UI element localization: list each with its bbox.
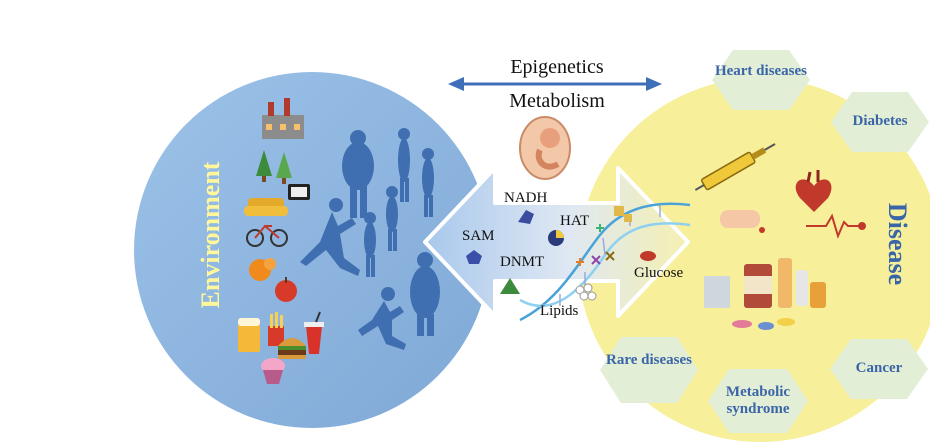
- small-square-icon-2: [624, 214, 632, 222]
- glucose-label: Glucose: [634, 265, 684, 281]
- metabolism-label: Metabolism: [509, 90, 605, 112]
- runner-icon: [300, 198, 360, 276]
- runner-icon-2: [358, 287, 406, 350]
- orange-icon: [249, 258, 276, 281]
- hexagon-cancer: [830, 339, 928, 399]
- hexagon-rare-diseases: [600, 337, 698, 403]
- human-silhouettes-icon: [342, 128, 440, 336]
- factory-icon: [262, 98, 304, 139]
- sofa-icon: [244, 198, 288, 216]
- lipids-icon: [575, 283, 597, 301]
- cupcake-icon: [261, 358, 285, 384]
- syringe-icon: [694, 143, 776, 191]
- dna-helix-icon: [519, 202, 691, 322]
- rare-diseases-label: Rare diseases: [606, 352, 692, 368]
- beer-icon: [238, 318, 260, 352]
- hexagon-metabolic-syndrome: [708, 369, 808, 433]
- metabolic-syndrome-label: Metabolic syndrome: [725, 384, 791, 417]
- diabetes-label: Diabetes: [852, 113, 908, 129]
- nadh-label: NADH: [504, 190, 548, 206]
- heart-icon: [795, 170, 832, 212]
- disease-title: Disease: [883, 202, 912, 286]
- hat-symbol-icon: [548, 230, 564, 246]
- tv-icon: [288, 184, 310, 200]
- medicine-pills-icon: [704, 258, 826, 330]
- small-square-icon: [614, 206, 624, 216]
- trees-icon: [256, 150, 292, 184]
- burger-icon: [278, 338, 306, 359]
- lipids-label: Lipids: [540, 303, 579, 319]
- sparkle-marks-icon: [576, 224, 615, 266]
- finger-blood-test-icon: [720, 210, 765, 233]
- nadh-symbol-icon: [518, 210, 534, 224]
- dnmt-symbol-icon: [500, 278, 520, 294]
- glucose-symbol-icon: [640, 251, 656, 261]
- dnmt-label: DNMT: [500, 254, 545, 270]
- sam-symbol-icon: [466, 250, 482, 264]
- bicycle-icon: [246, 224, 288, 247]
- heart-diseases-label: Heart diseases: [714, 63, 808, 79]
- fetus-icon: [519, 116, 571, 180]
- heartbeat-line-icon: [806, 213, 866, 239]
- hexagon-heart-diseases: [712, 50, 810, 110]
- apple-icon: [275, 277, 297, 302]
- epigenetics-label: Epigenetics: [510, 56, 604, 78]
- fries-icon: [268, 312, 284, 346]
- environment-title: Environment: [196, 161, 225, 309]
- hat-label: HAT: [560, 213, 590, 229]
- top-double-arrow: [448, 77, 662, 91]
- soda-cup-icon: [304, 311, 324, 354]
- hexagon-diabetes: [831, 92, 929, 152]
- cancer-label: Cancer: [855, 360, 903, 376]
- sam-label: SAM: [462, 228, 495, 244]
